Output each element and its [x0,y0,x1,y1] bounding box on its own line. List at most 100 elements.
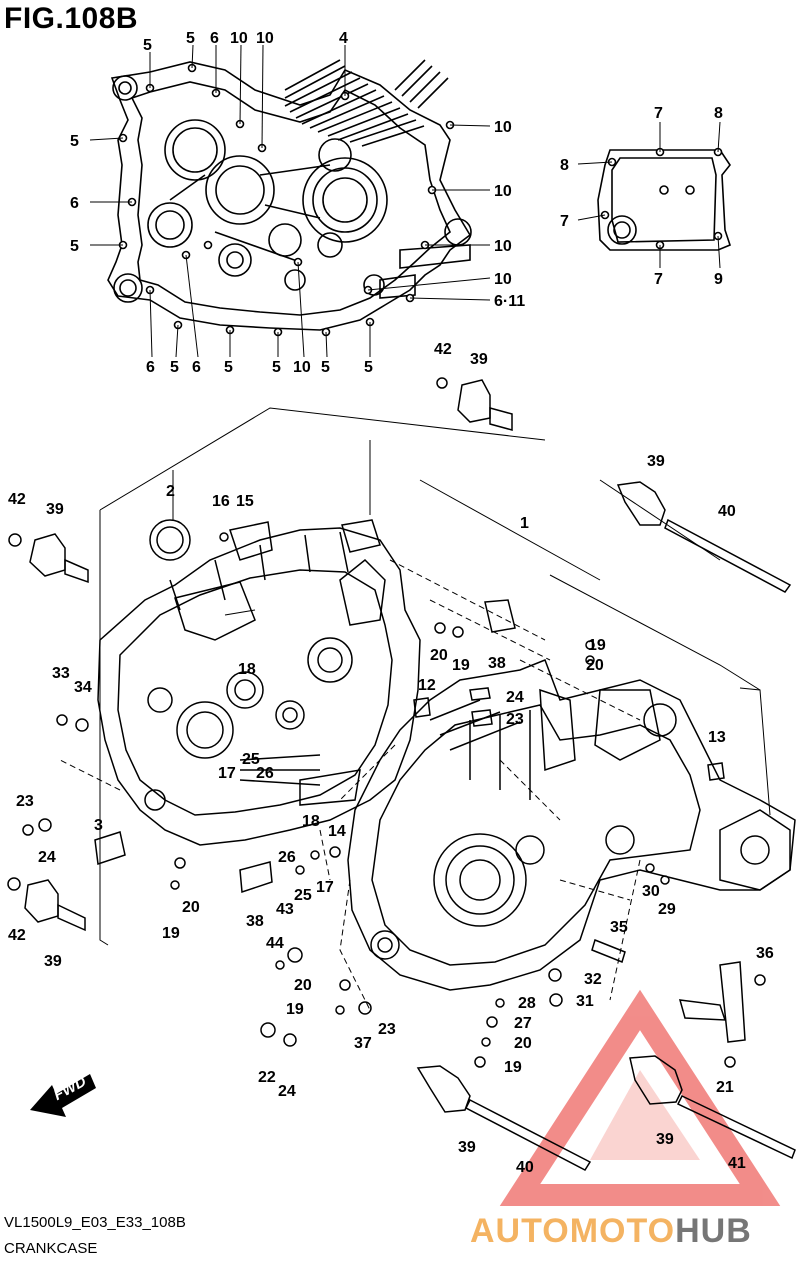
callout-number: 21 [716,1079,734,1096]
callout-number: 7 [560,213,569,230]
callout-number: 3 [94,817,103,834]
callout-number: 1 [520,515,529,532]
callout-number: 37 [354,1035,372,1052]
callout-number: 18 [238,661,256,678]
callout-number: 6 [210,30,219,47]
callout-number: 5 [70,238,79,255]
callout-number: 39 [458,1139,476,1156]
callout-number: 23 [16,793,34,810]
callout-number: 39 [647,453,665,470]
callout-number: 17 [316,879,334,896]
callout-number: 23 [378,1021,396,1038]
callout-number: 35 [610,919,628,936]
callout-number: 20 [294,977,312,994]
callout-number: 6 [70,195,79,212]
callout-number: 39 [46,501,64,518]
callout-number: 10 [494,271,512,288]
callout-number: 13 [708,729,726,746]
callout-number: 40 [516,1159,534,1176]
callout-number: 30 [642,883,660,900]
watermark-brand-right: HUB [675,1212,752,1250]
callout-number: 34 [74,679,92,696]
callout-number: 38 [488,655,506,672]
callout-number: 5 [70,133,79,150]
callout-number: 17 [218,765,236,782]
callout-number: 19 [452,657,470,674]
callout-number: 5 [272,359,281,376]
callout-number: 28 [518,995,536,1012]
callout-number: 31 [576,993,594,1010]
callout-number: 39 [470,351,488,368]
callout-number: 39 [44,953,62,970]
callout-number: 5 [364,359,373,376]
callout-number: 42 [8,927,26,944]
callout-number: 5 [321,359,330,376]
callout-number: 27 [514,1015,532,1032]
callout-number: 14 [328,823,346,840]
callout-number: 38 [246,913,264,930]
crankcase-inset-left [89,44,491,358]
callout-number: 10 [293,359,311,376]
callout-number: 43 [276,901,294,918]
callout-number: 7 [654,105,663,122]
watermark-brand-mid: MOTO [569,1212,676,1250]
callout-number: 42 [8,491,26,508]
callout-number: 10 [230,30,248,47]
watermark-triangle-logo [499,989,781,1206]
callout-number: 40 [718,503,736,520]
callout-number: 5 [170,359,179,376]
callout-number: 4 [339,30,348,47]
callout-number: 41 [728,1155,746,1172]
cover-plate-inset-right [577,121,731,269]
callout-number: 24 [38,849,56,866]
fwd-arrow [30,1074,96,1117]
callout-number: 5 [224,359,233,376]
callout-number: 42 [434,341,452,358]
callout-number: 24 [506,689,524,706]
callout-number: 10 [494,119,512,136]
callout-number: 16 [212,493,230,510]
callout-number: 20 [430,647,448,664]
callout-number: 7 [654,271,663,288]
callout-number: 23 [506,711,524,728]
callout-number: 19 [504,1059,522,1076]
watermark-brand-left: AUTO [470,1212,570,1250]
callout-number: 8 [560,157,569,174]
callout-number: 18 [302,813,320,830]
callout-number: 24 [278,1083,296,1100]
callout-number: 32 [584,971,602,988]
callout-number: 19 [162,925,180,942]
callout-number: 26 [256,765,274,782]
callout-number: 20 [586,657,604,674]
callout-number: 5 [143,37,152,54]
callout-number: 20 [514,1035,532,1052]
callout-number: 6·11 [494,293,525,310]
callout-number: 9 [714,271,723,288]
callout-number: 19 [286,1001,304,1018]
watermark-brand: AUTOMOTOHUB [470,1212,752,1251]
part-name: CRANKCASE [4,1240,98,1257]
callout-number: 25 [294,887,312,904]
callout-number: 19 [588,637,606,654]
crankcase-exploded-view [7,377,796,1171]
callout-number: 10 [256,30,274,47]
figure-title: FIG.108B [4,2,139,35]
callout-number: 15 [236,493,254,510]
callout-number: 36 [756,945,774,962]
callout-number: 44 [266,935,284,952]
callout-number: 26 [278,849,296,866]
callout-number: 10 [494,238,512,255]
callout-number: 8 [714,105,723,122]
callout-number: 10 [494,183,512,200]
callout-number: 29 [658,901,676,918]
callout-number: 12 [418,677,436,694]
callout-number: 39 [656,1131,674,1148]
model-code: VL1500L9_E03_E33_108B [4,1214,186,1231]
callout-number: 5 [186,30,195,47]
callout-number: 22 [258,1069,276,1086]
callout-number: 6 [192,359,201,376]
callout-number: 2 [166,483,175,500]
callout-number: 33 [52,665,70,682]
